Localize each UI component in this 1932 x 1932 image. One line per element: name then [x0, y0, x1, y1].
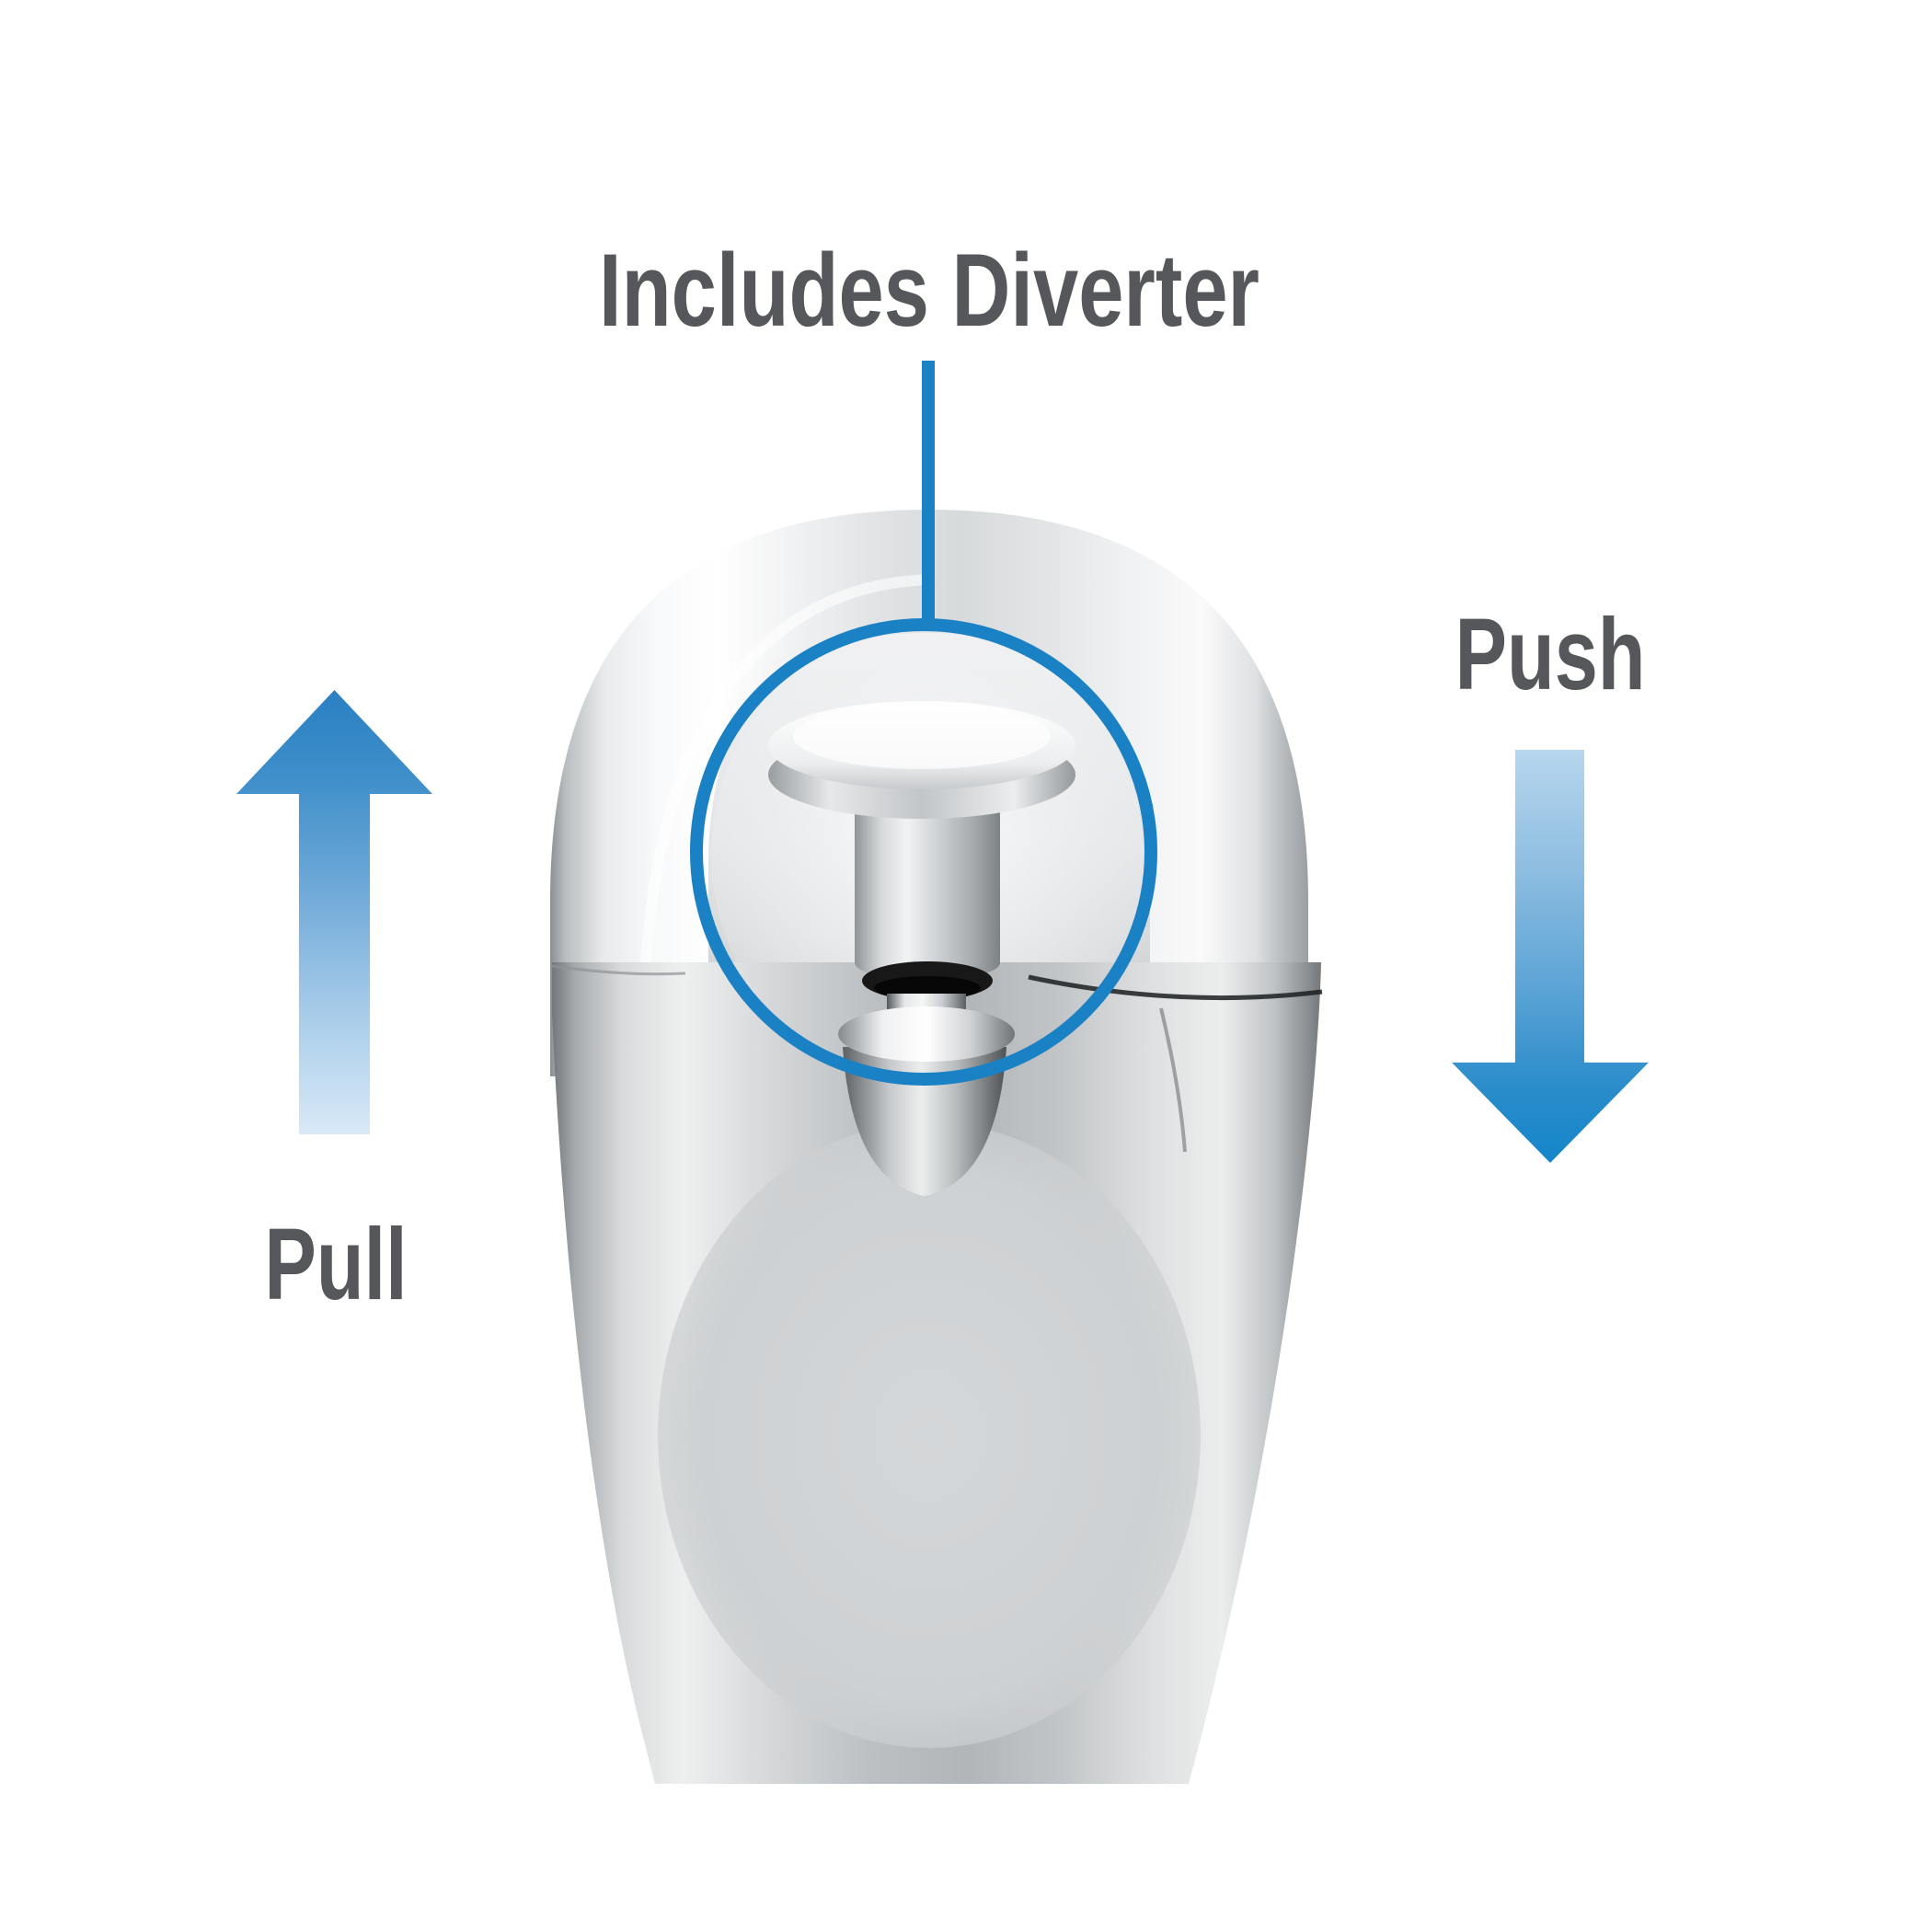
diverter-leader-line — [922, 361, 935, 629]
body-seam-branch — [1159, 1007, 1187, 1153]
cavity-highlight-arc — [638, 574, 930, 1031]
spout-body-front-panel — [658, 1122, 1201, 1748]
push-label: Push — [1455, 598, 1646, 711]
spout-tip-cone — [843, 1047, 1006, 1196]
diverter-highlight-circle — [690, 618, 1157, 1086]
body-seam-left — [551, 964, 686, 976]
pull-label: Pull — [264, 1208, 408, 1321]
includes-diverter-label: Includes Diverter — [599, 233, 1259, 348]
